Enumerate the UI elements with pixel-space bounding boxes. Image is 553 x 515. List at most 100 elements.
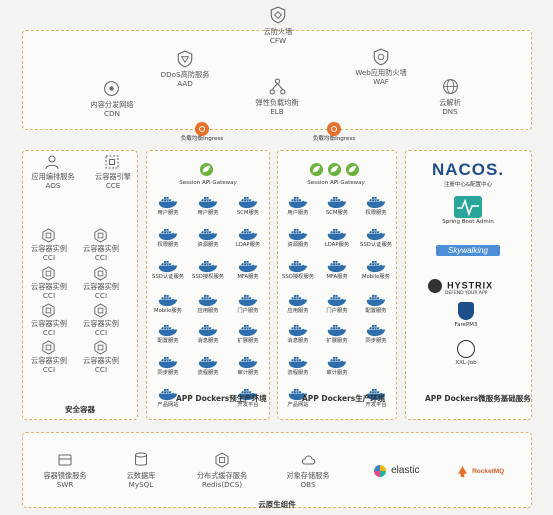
- docker-service: SSO认证服务: [358, 228, 394, 248]
- ingress-preprod: 负载均衡Ingress: [178, 122, 226, 143]
- docker-service: 流程服务: [280, 356, 316, 376]
- spring-icon: [345, 162, 360, 177]
- docker-icon: [288, 324, 308, 337]
- docker-icon: [288, 260, 308, 273]
- ingress-icon: [327, 122, 341, 136]
- prod-panel: [277, 150, 397, 420]
- docker-icon: [288, 294, 308, 307]
- docker-service: Mobile服务: [150, 294, 186, 314]
- ingress-prod: 负载均衡Ingress: [310, 122, 358, 143]
- cci-icon: [41, 266, 56, 281]
- docker-icon: [158, 294, 178, 307]
- docker-icon: [327, 228, 347, 241]
- docker-service: SCM服务: [319, 196, 355, 216]
- docker-service: 同步服务: [150, 356, 186, 376]
- microservice-infra-title: APP Dockers微服务基础服务: [425, 394, 531, 403]
- docker-service: 产品网站: [280, 388, 316, 408]
- spring-icon: [327, 162, 342, 177]
- docker-icon: [198, 356, 218, 369]
- container-registry-icon: [57, 452, 73, 468]
- spring-icon: [199, 162, 214, 177]
- docker-service: 门户服务: [319, 294, 355, 314]
- cce-icon: [104, 154, 120, 170]
- docker-service: 开发平台: [230, 388, 266, 408]
- docker-service: 消息服务: [190, 324, 226, 344]
- docker-icon: [158, 196, 178, 209]
- hystrix-icon: [428, 278, 442, 293]
- hystrix-logo: HYSTRIX DEFEND YOUR APP: [428, 275, 518, 296]
- prod-title: APP Dockers生产环境: [302, 394, 386, 403]
- docker-service: 开发平台: [358, 388, 394, 408]
- xxljob-icon: [457, 340, 475, 358]
- docker-icon: [327, 196, 347, 209]
- cci-icon: [93, 303, 108, 318]
- docker-icon: [327, 356, 347, 369]
- docker-icon: [198, 324, 218, 337]
- docker-service: 审计服务: [319, 356, 355, 376]
- microservice-infra-panel: [405, 150, 532, 420]
- docker-icon: [366, 228, 386, 241]
- docker-service: SSO认证服务: [150, 260, 186, 280]
- cci-icon: [41, 340, 56, 355]
- cache-icon: [214, 452, 230, 468]
- docker-icon: [198, 228, 218, 241]
- docker-icon: [158, 260, 178, 273]
- docker-service: 产品网站: [150, 388, 186, 408]
- preprod-title: APP Dockers预生产环境: [176, 394, 267, 403]
- docker-service: 消息服务: [280, 324, 316, 344]
- docker-service: 用户服务: [280, 196, 316, 216]
- docker-service: 权限服务: [358, 196, 394, 216]
- docker-service: MFA服务: [230, 260, 266, 280]
- dns-icon: [442, 78, 459, 95]
- rocket-icon: [458, 466, 467, 477]
- object-storage-icon: [300, 452, 317, 468]
- docker-service: 资源服务: [190, 228, 226, 248]
- preprod-gateway-label: Session API Gateway: [179, 180, 237, 186]
- spring-boot-icon: [454, 196, 482, 218]
- farepm-icon: [458, 302, 474, 320]
- docker-icon: [238, 196, 258, 209]
- docker-icon: [288, 356, 308, 369]
- firewall-icon: [269, 6, 287, 24]
- docker-service: 配置服务: [358, 294, 394, 314]
- ddos-shield-icon: [176, 50, 194, 68]
- aos-icon: [44, 154, 60, 170]
- docker-icon: [238, 356, 258, 369]
- skywalking-logo: Skywalking: [436, 245, 500, 256]
- elb-icon: [269, 78, 286, 95]
- spring-boot-admin-logo: Spring Boot Admin: [430, 196, 506, 225]
- docker-service: Mobile服务: [358, 260, 394, 280]
- xxljob-logo: XXL-Job: [444, 340, 488, 366]
- docker-service: SSO授权服务: [190, 260, 226, 280]
- docker-service: 应用服务: [190, 294, 226, 314]
- security-container-panel: [22, 150, 138, 420]
- docker-service: 扩展服务: [319, 324, 355, 344]
- docker-service: 用户服务: [190, 196, 226, 216]
- farepm-logo: FarePM3: [444, 302, 488, 328]
- waf-shield-icon: [372, 48, 390, 66]
- prod-gateway-label: Session API Gateway: [307, 180, 365, 186]
- cloud-native-panel: [22, 432, 532, 508]
- cci-icon: [41, 303, 56, 318]
- preprod-panel: [146, 150, 270, 420]
- cdn-icon: [103, 80, 120, 97]
- docker-service: 权限服务: [150, 228, 186, 248]
- docker-service: 流程服务: [190, 356, 226, 376]
- docker-service: SSO授权服务: [280, 260, 316, 280]
